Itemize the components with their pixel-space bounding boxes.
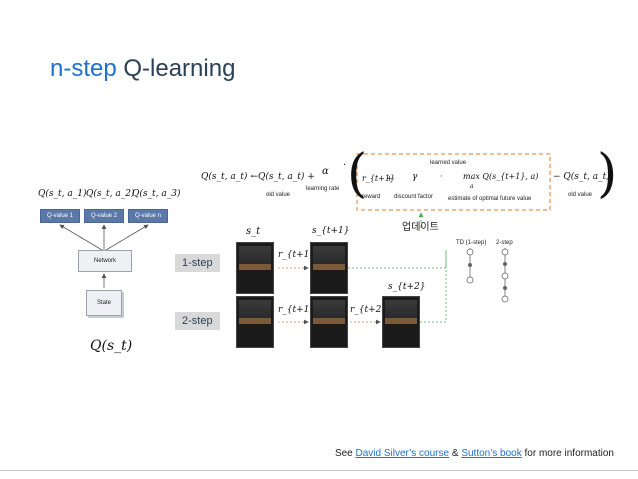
label-r-t1-b: r_{t+1} (278, 305, 316, 315)
footer-rest: for more information (521, 448, 615, 459)
david-silver-course-link[interactable]: David Silver’s course (355, 448, 450, 459)
eq-dot: · (343, 160, 347, 171)
label-s-t: s_t (246, 226, 261, 237)
arrow-net-qn (105, 224, 149, 251)
q-value-box-n: Q-value n (128, 209, 168, 223)
frame-1step-s-t1 (310, 242, 348, 294)
eq-minus: − Q(s_t, a_t) (553, 172, 610, 182)
eq-dot-2: · (440, 172, 443, 181)
arrow-1step-up (348, 250, 447, 269)
td1-node-1 (466, 248, 474, 256)
eq-reward-note: reward (362, 194, 381, 200)
two-step-label: 2-step (175, 312, 220, 330)
eq-paren-close: ) (597, 144, 618, 204)
td2-node-5 (501, 295, 509, 303)
eq-old: Q(s_t, a_t) + (258, 172, 315, 182)
eq-alpha-note: learning rate (306, 186, 340, 192)
page-title: n-step Q-learning (50, 55, 235, 83)
td2-node-3 (501, 272, 509, 280)
eq-learned-note: learned value (430, 160, 467, 166)
eq-max: max Q(s_{t+1}, a) (463, 172, 539, 181)
arrow-2step-up (420, 250, 447, 323)
label-s-t1: s_{t+1} (312, 226, 350, 236)
frame-2step-s-t2 (382, 296, 420, 348)
title-accent: n-step (50, 55, 117, 82)
td1-label: TD (1-step) (456, 240, 487, 246)
eq-max-note: estimate of optimal future value (448, 196, 532, 202)
frame-2step-s-t (236, 296, 274, 348)
td1-node-2 (468, 263, 472, 267)
footer-text: See David Silver’s course & Sutton’s boo… (335, 448, 614, 459)
arrow-net-q1 (59, 224, 103, 251)
frame-2step-s-t1 (310, 296, 348, 348)
td2-node-1 (501, 248, 509, 256)
network-box: Network (78, 250, 132, 272)
q-value-box-2: Q-value 2 (84, 209, 124, 223)
q-value-box-1: Q-value 1 (40, 209, 80, 223)
label-s-t2: s_{t+2} (388, 282, 426, 292)
eq-reward: r_{t+1} (362, 174, 396, 183)
eq-plus: + (386, 174, 393, 183)
state-box: State (86, 290, 122, 316)
td2-node-4 (503, 286, 507, 290)
title-rest: Q-learning (116, 55, 236, 82)
td2-label: 2-step (496, 240, 513, 246)
eq-alpha: α (322, 166, 329, 177)
label-r-t1: r_{t+1} (278, 250, 316, 260)
footer-see: See (334, 448, 356, 459)
eq-max-sub: a (470, 183, 474, 190)
q-output-label: Q(s_t) (90, 338, 133, 354)
one-step-label: 1-step (175, 254, 220, 272)
frame-1step-s-t (236, 242, 274, 294)
q-label-1: Q(s_t, a_1) (38, 189, 87, 199)
eq-minus-note: old value (568, 192, 593, 198)
label-r-t2: r_{t+2} (350, 305, 388, 315)
eq-gamma: γ (412, 172, 418, 182)
q-label-2: Q(s_t, a_2) (86, 189, 135, 199)
learned-value-box (356, 153, 551, 211)
sutton-book-link[interactable]: Sutton’s book (461, 448, 522, 459)
eq-old-note: old value (266, 192, 291, 198)
q-label-3: Q(s_t, a_3) (132, 189, 181, 199)
footer-divider (0, 470, 638, 471)
eq-paren-open: ( (347, 144, 368, 204)
footer-amp: & (449, 448, 462, 459)
eq-lhs: Q(s_t, a_t) ← (201, 172, 258, 182)
update-label: 업데이트 (402, 222, 439, 233)
eq-gamma-note: discount factor (394, 194, 434, 200)
td1-node-3 (466, 276, 474, 284)
td2-node-2 (503, 262, 507, 266)
